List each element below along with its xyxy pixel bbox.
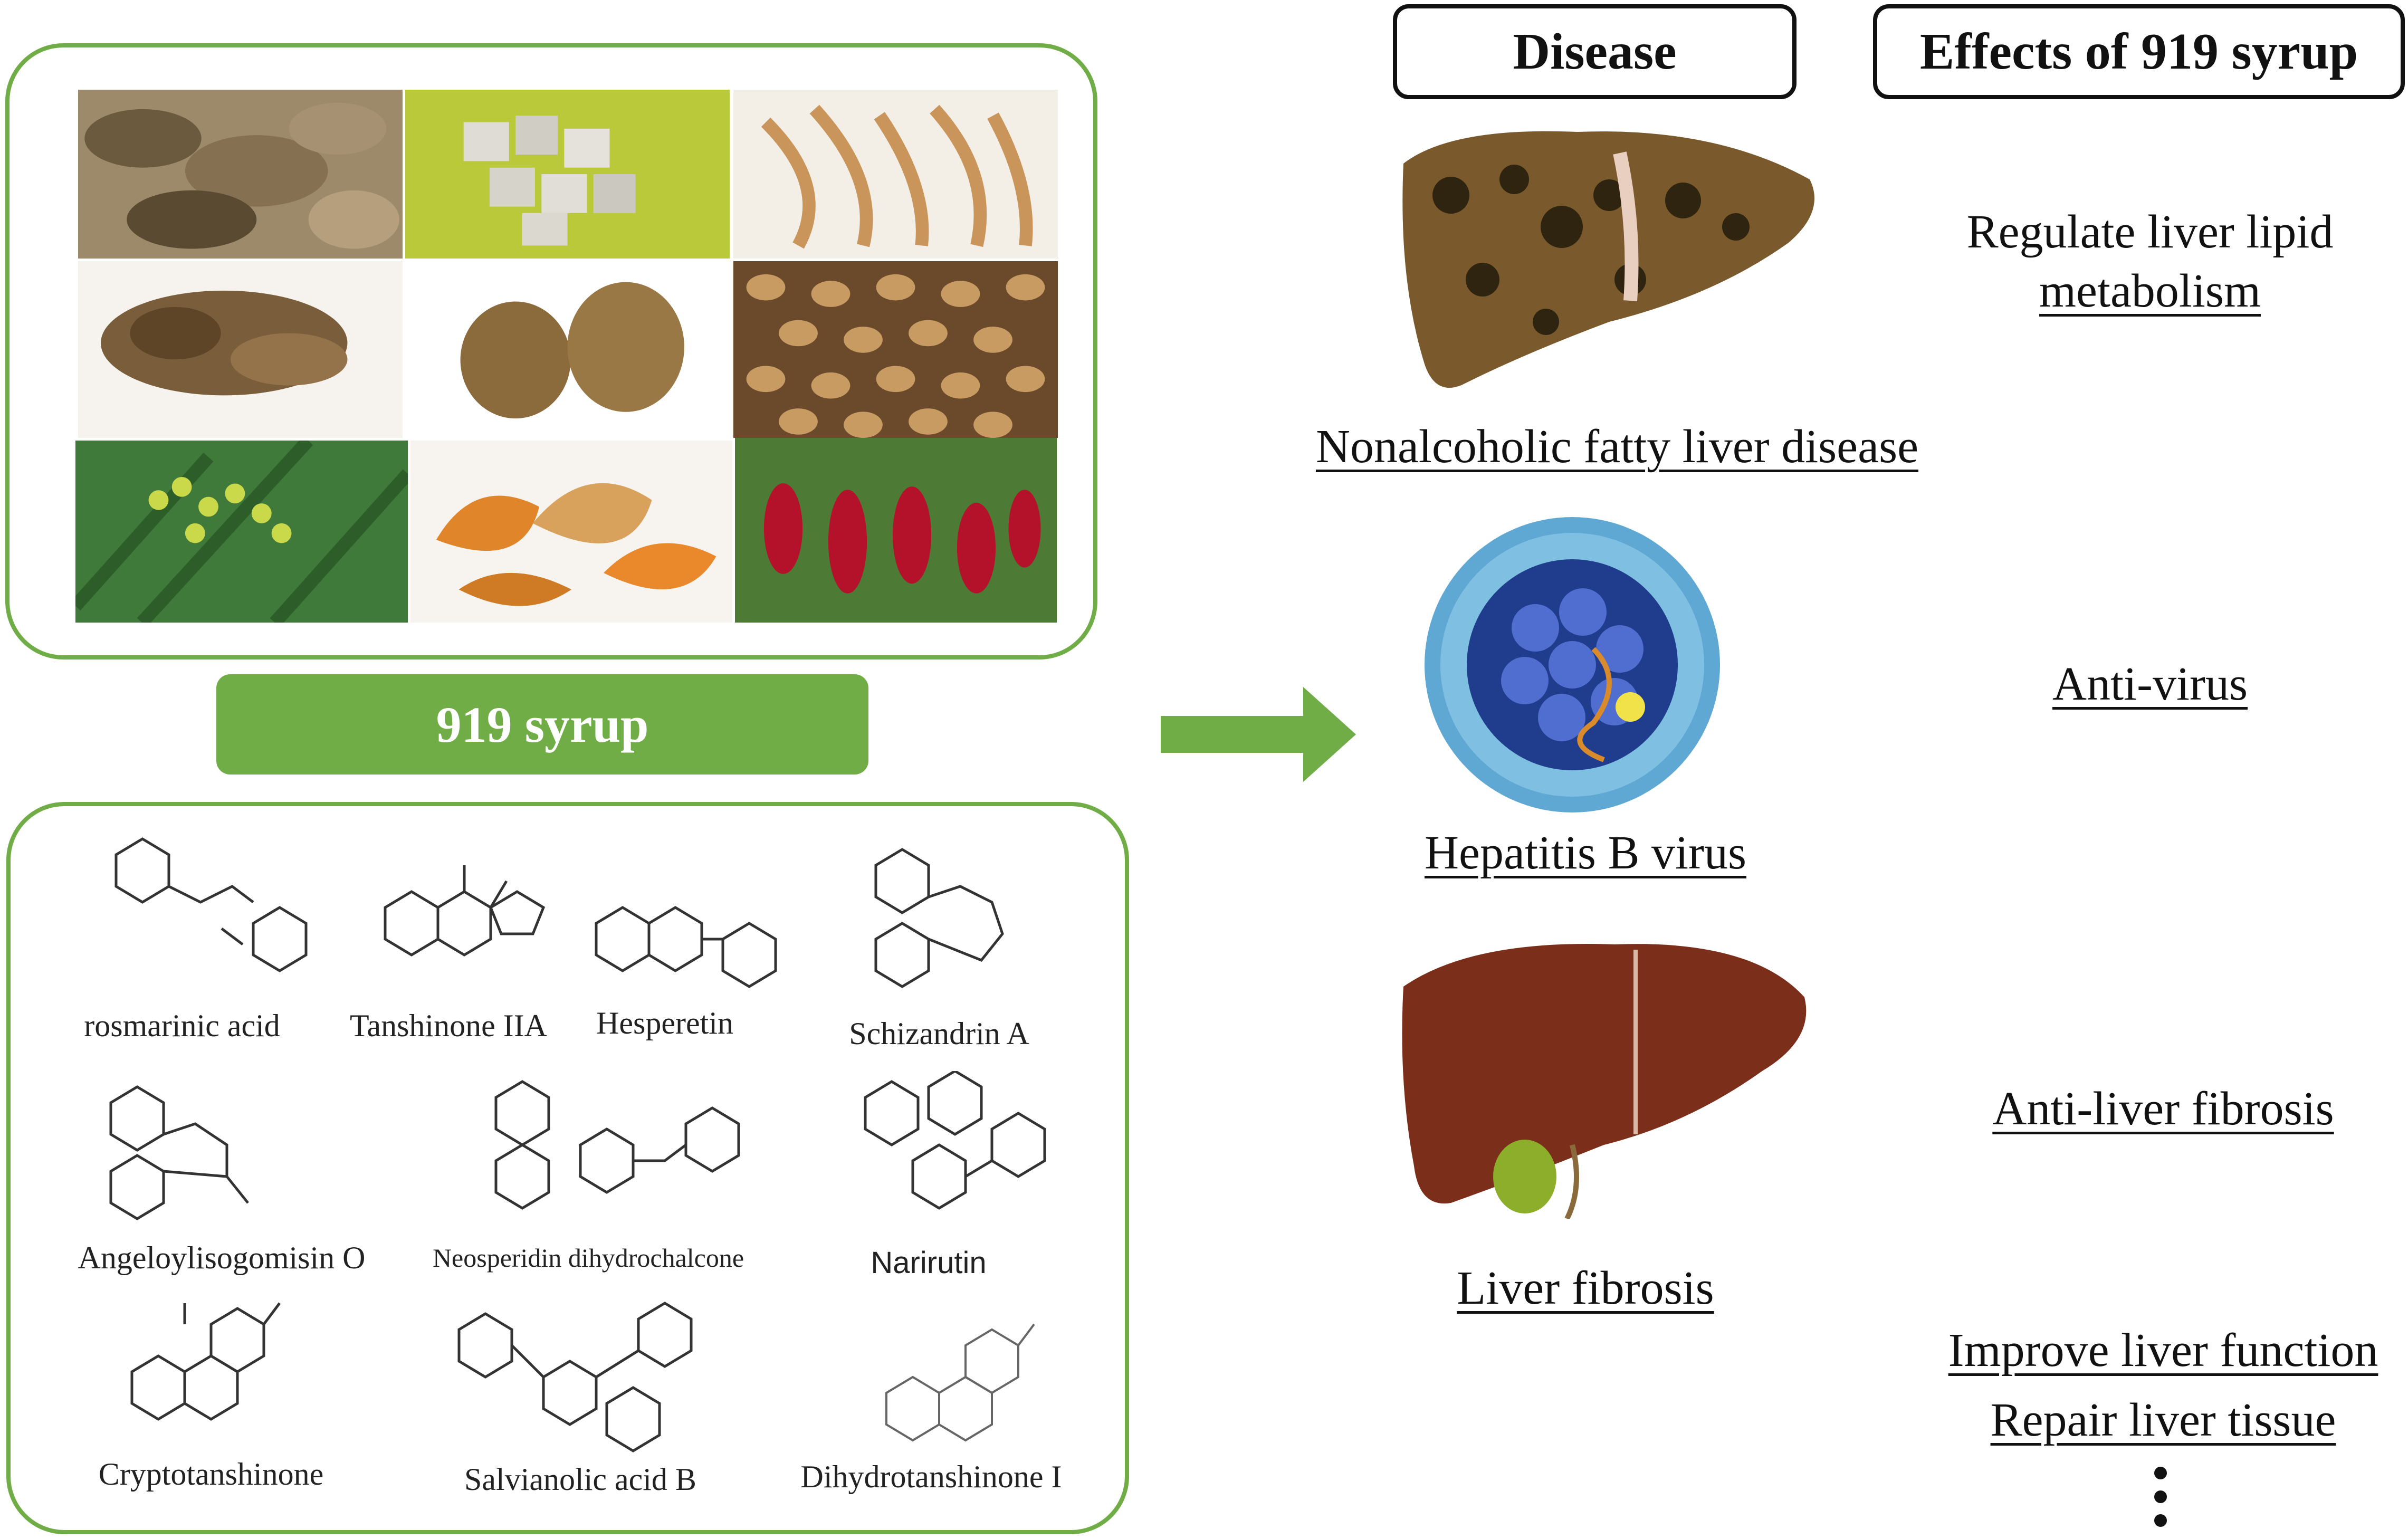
herb-photo-kiwi — [405, 269, 730, 438]
compound-name: Dihydrotanshinone I — [800, 1459, 1062, 1494]
compound-panel — [6, 802, 1129, 1534]
molecule-structure-salvianolic-acid-b — [448, 1298, 723, 1456]
herb-photo-rhizome — [78, 261, 403, 438]
herb-photo-fennel-flowers — [75, 441, 408, 623]
fatty-liver-illustration — [1388, 121, 1826, 396]
compound-name: Tanshinone IIA — [349, 1008, 548, 1043]
molecule-structure-rosmarinic-acid — [63, 823, 338, 1002]
effect-antifibrosis: Anti-liver fibrosis — [1992, 1083, 2334, 1135]
effect-repair: Repair liver tissue — [1990, 1394, 2336, 1446]
disease-header: Disease — [1393, 4, 1797, 99]
molecule-structure-dihydrotanshinone-i — [876, 1314, 1066, 1461]
right-arrow-icon — [1161, 687, 1356, 782]
herb-photo-orange-peel — [410, 441, 732, 623]
herb-photo-dried-leaves — [78, 90, 403, 259]
compound-name: Hesperetin — [596, 1006, 733, 1040]
disease-name-fibrosis: Liver fibrosis — [1457, 1262, 1714, 1314]
effect-lipid-line1: Regulate liver lipid — [1966, 206, 2334, 258]
compound-name: Cryptotanshinone — [98, 1457, 324, 1492]
molecule-structure-angeloylisogomisin-o — [79, 1066, 280, 1240]
molecule-structure-cryptotanshinone — [121, 1293, 290, 1451]
hbv-virus-illustration — [1403, 512, 1741, 818]
effect-antivirus: Anti-virus — [2052, 658, 2248, 710]
molecule-structure-hesperetin — [586, 871, 797, 997]
molecule-structure-neosperidin-dihydrochalcone — [464, 1066, 760, 1235]
compound-name: Salvianolic acid B — [464, 1462, 696, 1497]
compound-name: Angeloylisogomisin O — [78, 1240, 366, 1275]
disease-name-nafld: Nonalcoholic fatty liver disease — [1315, 420, 1919, 473]
compound-name: Neosperidin dihydrochalcone — [432, 1243, 744, 1273]
syrup-label: 919 syrup — [216, 674, 868, 775]
herb-photo-seeds — [733, 261, 1058, 438]
fibrotic-liver-illustration — [1393, 923, 1815, 1219]
effects-header: Effects of 919 syrup — [1873, 4, 2405, 99]
compound-name: Schizandrin A — [849, 1016, 1029, 1051]
herb-photo-schisandra-berries — [735, 438, 1057, 623]
effect-lipid-line2: metabolism — [2039, 265, 2261, 317]
effect-liver-function: Improve liver function — [1948, 1324, 2378, 1377]
compound-name: Narirutin — [871, 1246, 987, 1280]
herb-photo-poria-cubes — [405, 90, 730, 259]
molecule-structure-schizandrin-a — [844, 823, 1034, 1024]
molecule-structure-tanshinone-iia — [369, 844, 559, 1002]
compound-name: rosmarinic acid — [84, 1008, 280, 1043]
herb-panel — [5, 43, 1097, 659]
disease-name-hbv: Hepatitis B virus — [1425, 827, 1746, 879]
molecule-structure-narirutin — [849, 1071, 1060, 1213]
herb-photo-roots — [733, 90, 1058, 259]
